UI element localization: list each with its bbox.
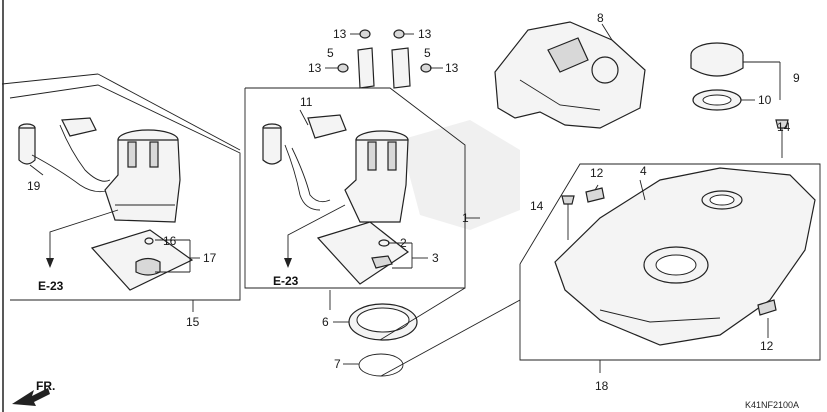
seal-16 bbox=[144, 237, 154, 245]
clip-5-left bbox=[357, 47, 375, 89]
leader-lines bbox=[29, 23, 781, 377]
callout-14-right: 14 bbox=[777, 120, 791, 134]
callout-8: 8 bbox=[597, 11, 604, 25]
fuel-pump-body-left bbox=[104, 129, 181, 223]
figure-code: K41NF2100A bbox=[745, 400, 799, 410]
wiring-harness-left bbox=[31, 117, 111, 193]
ref-arrow-center bbox=[284, 204, 346, 268]
clip-3 bbox=[371, 255, 393, 269]
nut-13-b bbox=[393, 29, 405, 39]
fuel-cap-9 bbox=[690, 42, 744, 77]
fuel-filter-19 bbox=[18, 123, 36, 165]
callout-12-top: 12 bbox=[590, 166, 604, 180]
callout-13-c: 13 bbox=[308, 61, 322, 75]
cover-8 bbox=[494, 21, 646, 129]
callout-17: 17 bbox=[203, 251, 217, 265]
fuel-pump-body-center bbox=[344, 130, 409, 223]
nut-13-d bbox=[420, 63, 432, 73]
callout-13-b: 13 bbox=[418, 27, 432, 41]
callout-15: 15 bbox=[186, 315, 200, 329]
callout-16: 16 bbox=[163, 234, 177, 248]
fuel-filter-center bbox=[262, 123, 282, 165]
group-box-15 bbox=[1, 73, 241, 301]
group-box-18 bbox=[519, 163, 821, 361]
nut-13-c bbox=[337, 63, 349, 73]
fuel-tank-4 bbox=[554, 167, 816, 346]
strainer-17 bbox=[90, 229, 194, 291]
gasket-6 bbox=[348, 303, 418, 341]
front-direction-icon bbox=[12, 388, 50, 406]
ring-7 bbox=[358, 353, 404, 377]
seal-ring-10 bbox=[692, 89, 742, 111]
seal-2 bbox=[378, 239, 390, 247]
nut-13-a bbox=[359, 29, 371, 39]
clip-5-right bbox=[391, 47, 411, 89]
callout-2: 2 bbox=[400, 236, 407, 250]
bolt-14-right bbox=[775, 119, 789, 158]
pad-12-bottom bbox=[757, 299, 777, 316]
ref-arrow-left bbox=[46, 209, 119, 268]
callout-9: 9 bbox=[793, 71, 800, 85]
callout-5-right: 5 bbox=[424, 46, 431, 60]
callout-19: 19 bbox=[27, 179, 41, 193]
callout-5-left: 5 bbox=[327, 46, 334, 60]
callout-18: 18 bbox=[595, 379, 609, 393]
bolt-14-left bbox=[561, 195, 575, 240]
callout-4: 4 bbox=[640, 164, 647, 178]
callout-12-bottom: 12 bbox=[760, 339, 774, 353]
callout-14-left: 14 bbox=[530, 199, 544, 213]
callout-13-a: 13 bbox=[333, 27, 347, 41]
section-ref-center: E-23 bbox=[273, 274, 299, 288]
watermark-logo bbox=[400, 120, 520, 230]
group-box-1 bbox=[244, 87, 466, 289]
callout-13-d: 13 bbox=[445, 61, 459, 75]
section-ref-left: E-23 bbox=[38, 279, 64, 293]
strainer-center bbox=[316, 221, 410, 285]
front-direction-label: FR. bbox=[36, 379, 55, 393]
callout-11: 11 bbox=[300, 95, 313, 109]
pad-12-top bbox=[585, 187, 605, 203]
callout-10: 10 bbox=[758, 93, 772, 107]
callout-7: 7 bbox=[334, 357, 341, 371]
callout-3: 3 bbox=[432, 251, 439, 265]
callout-6: 6 bbox=[322, 315, 329, 329]
callout-1: 1 bbox=[462, 211, 469, 225]
wiring-harness-11 bbox=[284, 114, 347, 211]
